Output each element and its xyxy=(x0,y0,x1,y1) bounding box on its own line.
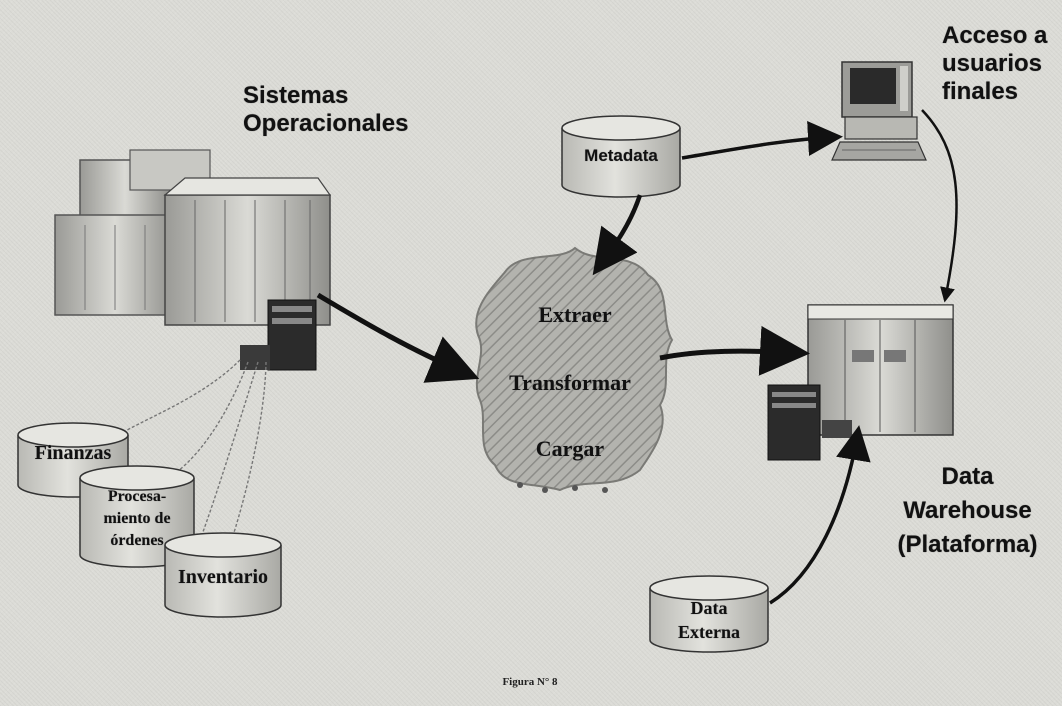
arrow-etl-to-warehouse xyxy=(659,325,810,376)
figure-caption: Figura N° 8 xyxy=(502,676,558,688)
flow-arrows xyxy=(316,109,958,605)
data-warehouse-label: Data Warehouse (Plataforma) xyxy=(880,460,1055,562)
procesamiento-line-2: miento de xyxy=(103,510,171,527)
metadata-cylinder-shape xyxy=(561,115,681,198)
end-user-access-line-1: Acceso a xyxy=(942,22,1048,49)
arrow-metadata-to-computer xyxy=(681,121,843,160)
end-user-access-label: Acceso a usuarios finales xyxy=(942,22,1047,106)
external-data-cylinder-shape xyxy=(649,575,769,653)
database-inventario-shape xyxy=(164,532,282,618)
arrow-mainframe-to-etl xyxy=(316,292,480,383)
etl-extraer-label: Extraer xyxy=(538,302,612,327)
end-user-access-line-2: usuarios xyxy=(942,50,1043,77)
procesamiento-line-1: Procesa- xyxy=(107,488,167,505)
data-warehouse-cabinet-icon xyxy=(767,304,954,461)
data-externa-line-1: Data xyxy=(690,598,728,618)
data-externa-label: Data Externa xyxy=(650,596,768,644)
operational-systems-line-1: Sistemas xyxy=(243,82,349,109)
computer-icon xyxy=(831,61,927,161)
procesamiento-line-3: órdenes xyxy=(110,532,164,549)
inventario-label: Inventario xyxy=(178,566,268,588)
data-warehouse-line-3: (Plataforma) xyxy=(897,531,1038,558)
mainframe-icon xyxy=(54,149,332,371)
etl-cargar-label: Cargar xyxy=(535,436,605,461)
arrow-external-to-warehouse xyxy=(769,425,871,605)
data-warehouse-line-1: Data xyxy=(941,463,994,490)
operational-systems-label: Sistemas Operacionales xyxy=(243,82,408,138)
data-externa-line-2: Externa xyxy=(678,622,740,642)
data-warehouse-line-2: Warehouse xyxy=(903,497,1032,524)
metadata-label: Metadata xyxy=(584,146,658,165)
procesamiento-label: Procesa- miento de órdenes xyxy=(80,486,194,552)
arrow-metadata-to-etl xyxy=(592,194,643,276)
finanzas-label: Finanzas xyxy=(34,442,112,464)
end-user-access-line-3: finales xyxy=(942,78,1019,105)
etl-transformar-label: Transformar xyxy=(509,370,631,395)
arrow-computer-to-warehouse xyxy=(921,109,958,303)
operational-systems-line-2: Operacionales xyxy=(243,110,409,137)
